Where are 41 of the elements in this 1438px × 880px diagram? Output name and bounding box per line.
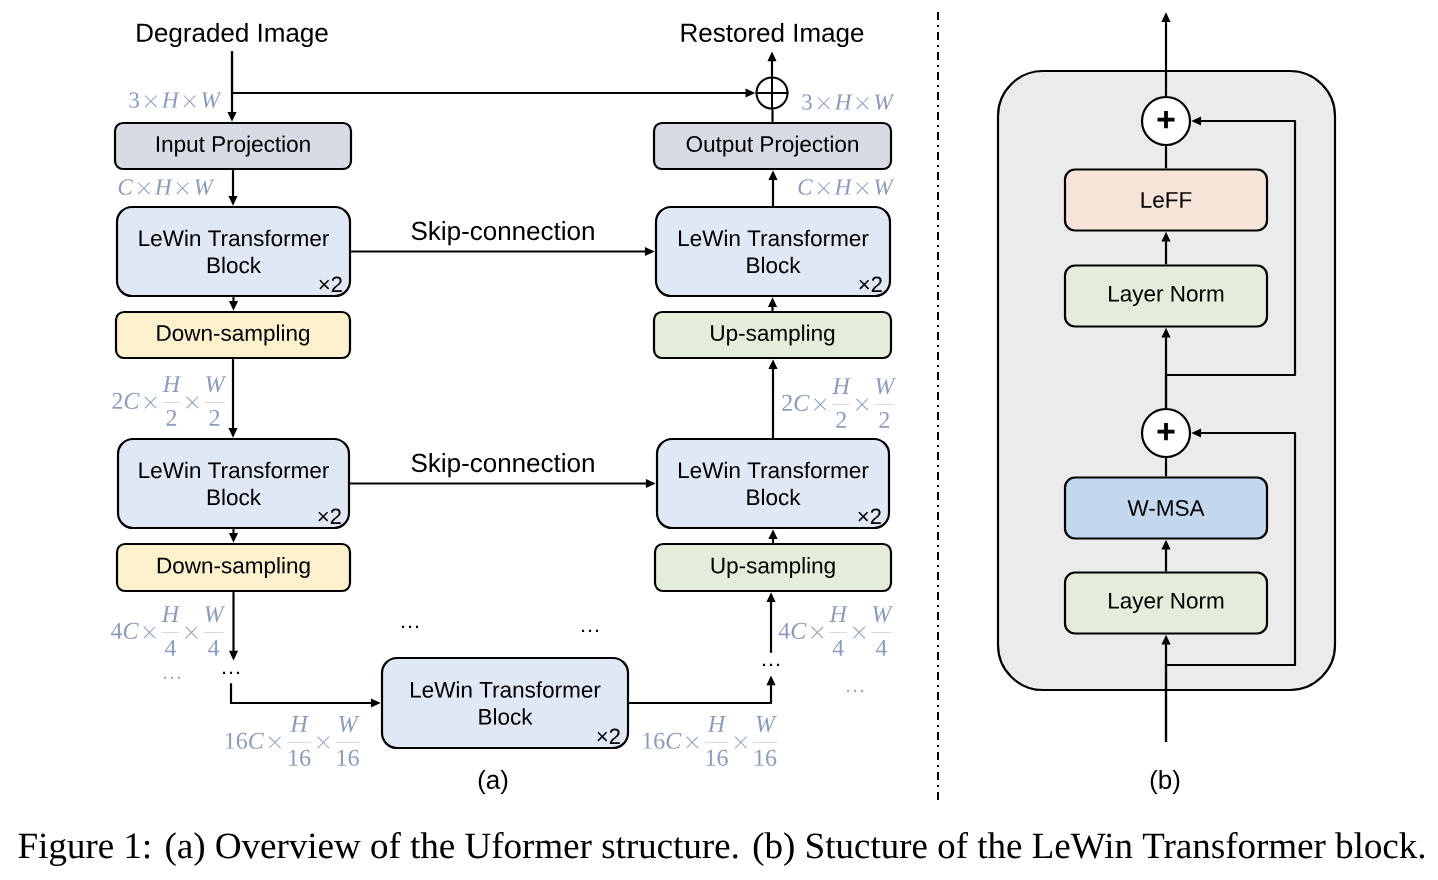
ellipsis: … xyxy=(402,625,419,628)
shape-label: $16C\times\frac{H}{16}\times\frac{W}{16}$ xyxy=(643,716,778,766)
edge-label: Skip-connection xyxy=(409,220,597,247)
panel-label: (b) xyxy=(1150,769,1180,795)
norm-box: Layer Norm xyxy=(1063,571,1269,635)
shape-label: $3\times H\times W$ xyxy=(129,92,222,108)
upsampling-box: Up-sampling xyxy=(652,310,893,360)
ellipsis: … xyxy=(223,671,240,674)
upsampling-box: Up-sampling xyxy=(653,542,893,593)
ellipsis: … xyxy=(164,676,181,679)
feedforward-box: LeFF xyxy=(1063,168,1269,232)
shape-label: $4C\times\frac{H}{4}\times\frac{W}{4}$ xyxy=(110,606,226,656)
shape-label: $16C\times\frac{H}{16}\times\frac{W}{16}$ xyxy=(225,716,360,766)
shape-label: $2C\times\frac{H}{2}\times\frac{W}{2}$ xyxy=(782,378,897,428)
image-label: Restored Image xyxy=(681,22,864,48)
figure-caption: Figure 1: (a) Overview of the Uformer structure. (b) Stucture of the LeWin Transformer block. xyxy=(18,832,1425,866)
downsampling-box: Down-sampling xyxy=(115,542,352,593)
add-circle xyxy=(754,75,790,111)
connector-line xyxy=(1164,146,1168,169)
edge-label: Skip-connection xyxy=(409,452,597,479)
downsampling-box: Down-sampling xyxy=(114,310,352,360)
transformer-block: LeWin Transformer Block ×2 xyxy=(655,437,891,530)
norm-box: Layer Norm xyxy=(1063,264,1269,328)
shape-label: $4C\times\frac{H}{4}\times\frac{W}{4}$ xyxy=(778,606,894,656)
transformer-block: LeWin Transformer Block ×2 xyxy=(380,656,630,750)
transformer-block: LeWin Transformer Block ×2 xyxy=(115,205,352,298)
shape-label: $C\times H\times W$ xyxy=(118,179,215,195)
connector-line xyxy=(771,109,774,122)
ellipsis: … xyxy=(763,663,780,666)
projection-box: Output Projection xyxy=(652,121,893,171)
projection-box: Input Projection xyxy=(113,121,353,171)
image-label: Degraded Image xyxy=(137,22,328,48)
ellipsis: … xyxy=(582,629,599,632)
connector-line xyxy=(1164,458,1168,477)
shape-label: $2C\times\frac{H}{2}\times\frac{W}{2}$ xyxy=(112,376,227,426)
ellipsis: … xyxy=(847,689,864,692)
attention-box: W-MSA xyxy=(1063,476,1269,540)
transformer-block: LeWin Transformer Block ×2 xyxy=(654,205,892,298)
shape-label: $C\times H\times W$ xyxy=(798,179,895,195)
transformer-block: LeWin Transformer Block ×2 xyxy=(116,437,351,530)
shape-label: $3\times H\times W$ xyxy=(802,94,895,110)
